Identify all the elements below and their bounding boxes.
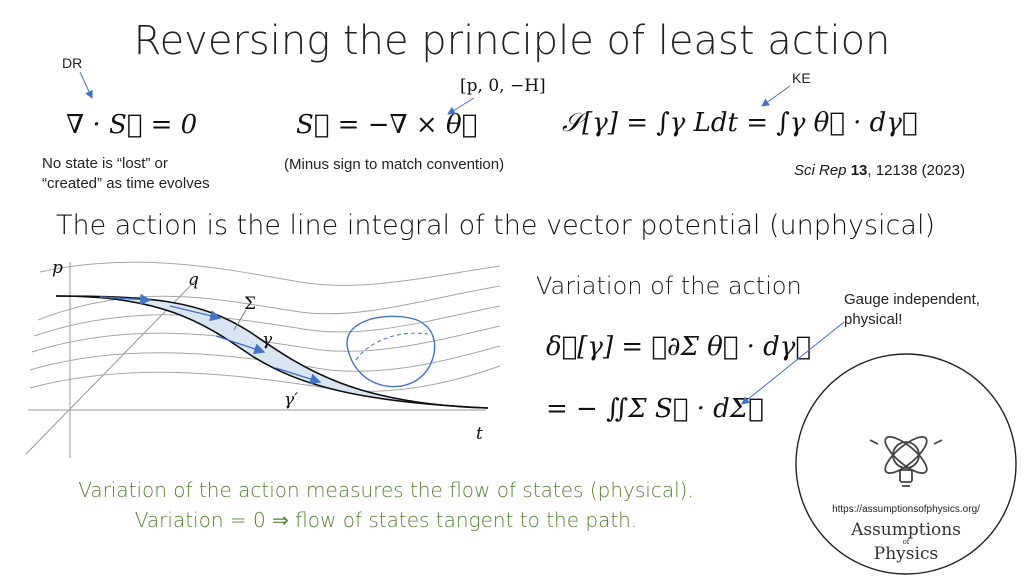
- logo-word-assumptions: Assumptions: [851, 520, 961, 540]
- conclusion-line-1: Variation of the action measures the flo…: [78, 478, 694, 502]
- arrow-gauge: [741, 321, 845, 405]
- logo-word-of: of: [902, 538, 910, 546]
- note-line-1: No state is “lost” or: [42, 155, 168, 172]
- gauge-line-2: physical!: [844, 311, 903, 328]
- bracket-p-zero-minus-h: [p, 0, −H]: [460, 76, 546, 96]
- arrow-ke: [761, 85, 791, 107]
- reference-volume: 13: [850, 162, 868, 179]
- note-gauge-independent: Gauge independent, physical!: [844, 290, 980, 330]
- label-gamma: γ: [262, 330, 273, 350]
- slide-subtitle: The action is the line integral of the v…: [56, 210, 935, 241]
- label-ke: KE: [792, 70, 811, 86]
- reference-citation: Sci Rep 13, 12138 (2023): [794, 162, 965, 179]
- loop-dashed: [355, 332, 429, 361]
- reference-journal: Sci Rep: [794, 162, 847, 179]
- sigma-pointer: [233, 309, 247, 331]
- arrow-bracket: [447, 97, 475, 115]
- label-gamma-prime: γ′: [284, 390, 299, 410]
- gauge-line-1: Gauge independent,: [844, 291, 980, 308]
- equation-curl-potential: S⃗ = −∇ × θ⃗: [296, 110, 478, 140]
- logo-word-physics: Physics: [873, 544, 939, 564]
- path-gamma-prime: [55, 295, 489, 409]
- logo-circle: [795, 353, 1017, 575]
- equation-variation-flux: = − ∬Σ S⃗ · dΣ⃗: [546, 394, 764, 424]
- region-sigma: [56, 296, 488, 408]
- axis-label-p: p: [52, 258, 63, 278]
- conclusion-line-2: Variation = 0 ⇒ flow of states tangent t…: [134, 508, 638, 532]
- axis-label-t: t: [476, 424, 483, 444]
- equation-divergence-free: ∇ · S⃗ = 0: [66, 110, 198, 140]
- equation-variation-boundary: δ𝒮[γ] = ∮∂Σ θ⃗ · dγ⃗: [546, 332, 811, 362]
- flow-arrows: [99, 293, 322, 385]
- reference-rest: , 12138 (2023): [867, 162, 965, 179]
- closed-loop: [346, 315, 436, 388]
- equation-action-integral: 𝒮[γ] = ∫γ Ldt = ∫γ θ⃗ · dγ⃗: [562, 108, 918, 138]
- logo-wordmark: Assumptions of Physics: [818, 522, 994, 563]
- label-dr: DR: [62, 55, 83, 71]
- note-line-2: “created” as time evolves: [42, 175, 210, 192]
- path-gamma: [55, 295, 489, 409]
- slide-title: Reversing the principle of least action: [133, 18, 891, 64]
- note-minus-sign: (Minus sign to match convention): [284, 156, 505, 173]
- phase-space-diagram: [25, 261, 501, 458]
- label-sigma: Σ: [244, 294, 257, 314]
- arrow-dr: [79, 71, 93, 99]
- variation-header: Variation of the action: [536, 272, 802, 300]
- note-no-state-lost: No state is “lost” or “created” as time …: [42, 154, 210, 194]
- logo-url[interactable]: https://assumptionsofphysics.org/: [832, 504, 980, 515]
- flow-lines: [29, 261, 501, 392]
- axis-label-q: q: [188, 270, 199, 290]
- atom-lightbulb-icon: [869, 436, 943, 487]
